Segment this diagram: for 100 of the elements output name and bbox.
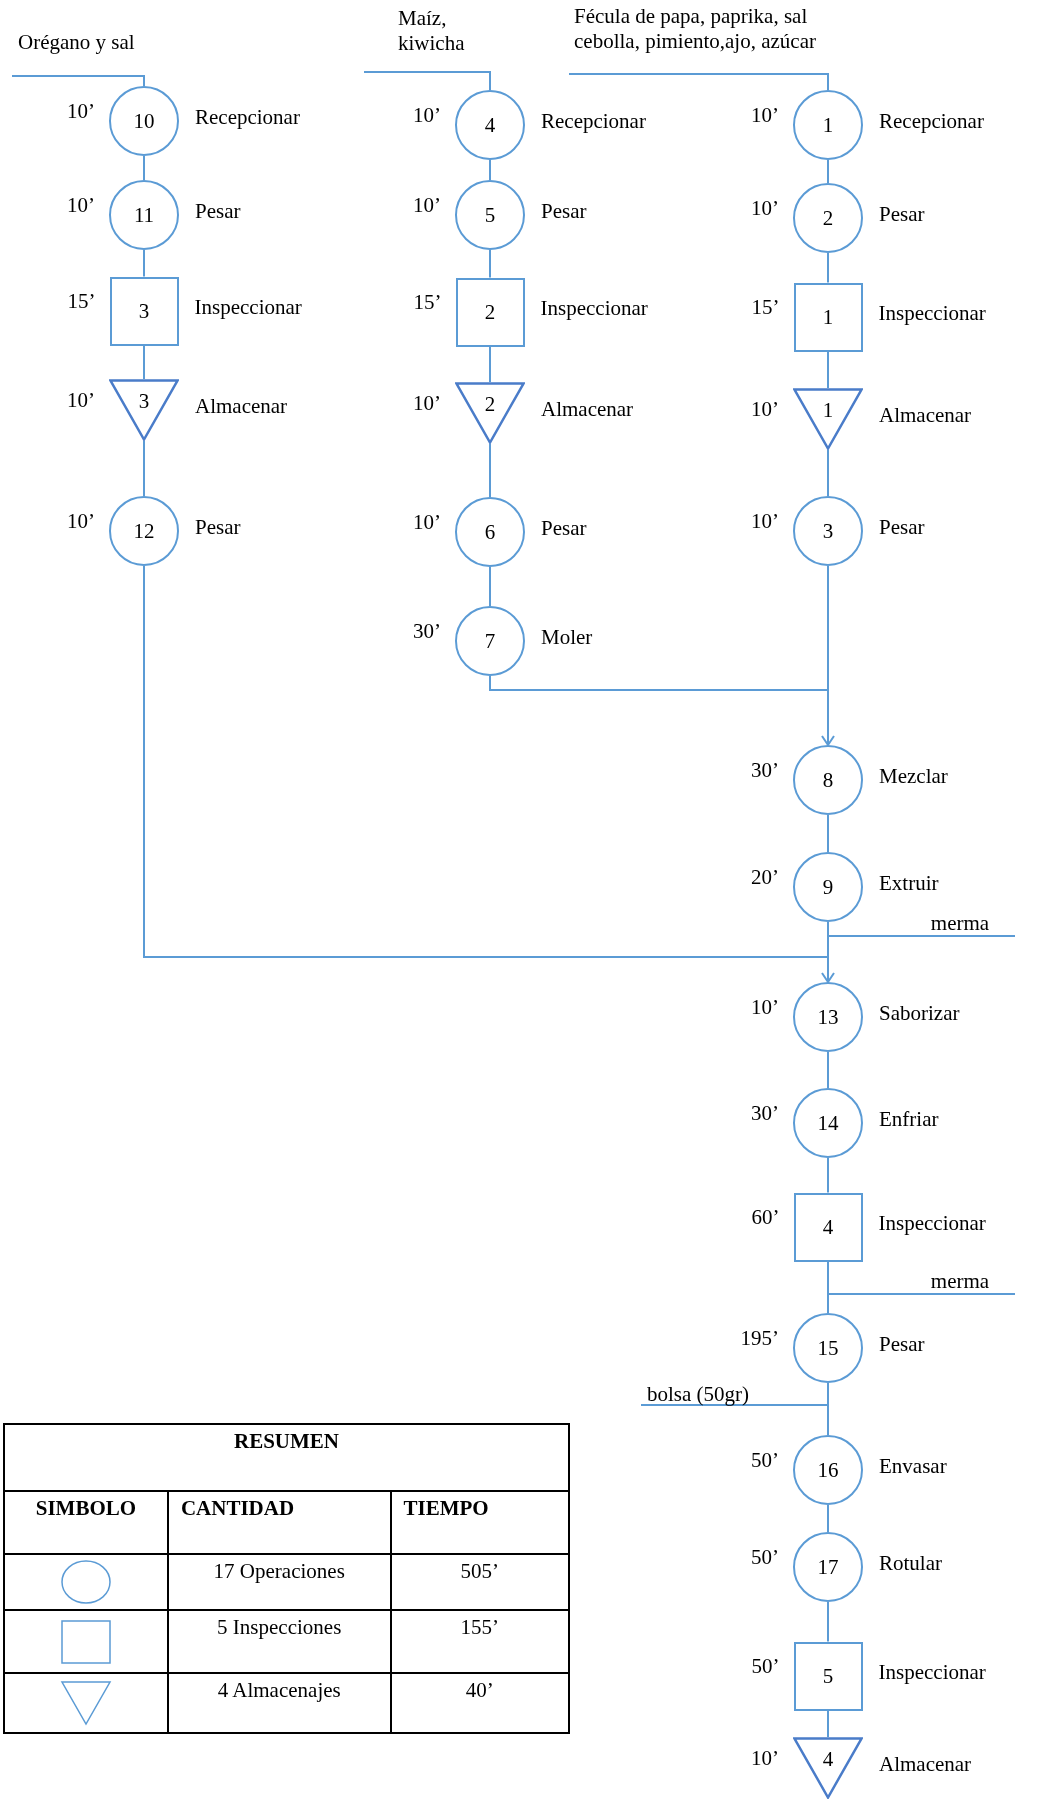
operation-circle: 15 <box>793 1313 863 1383</box>
duration-label: 15’ <box>751 295 780 321</box>
duration-label: 10’ <box>413 510 441 536</box>
operation-circle: 4 <box>455 90 525 160</box>
activity-label: Inspeccionar <box>878 301 986 327</box>
storage-triangle: 4 <box>793 1737 863 1799</box>
inspection-square: 4 <box>793 1192 863 1262</box>
operation-circle: 12 <box>109 496 179 566</box>
duration-label: 30’ <box>751 1101 779 1127</box>
connector-line <box>827 814 829 853</box>
operation-circle: 8 <box>793 745 863 815</box>
column-header: TIEMPO <box>390 1491 569 1554</box>
activity-label: Recepcionar <box>541 109 646 135</box>
storage-triangle: 3 <box>109 379 179 441</box>
material-label: Orégano y sal <box>12 28 162 76</box>
operation-circle: 13 <box>793 982 863 1052</box>
table-cell: 505’ <box>390 1554 569 1610</box>
duration-label: 10’ <box>751 509 779 535</box>
table-cell: 4 Almacenajes <box>167 1673 391 1733</box>
table-cell: 5 Inspecciones <box>167 1610 391 1673</box>
duration-label: 30’ <box>751 758 779 784</box>
table-title: RESUMEN <box>4 1424 569 1491</box>
operation-circle: 16 <box>793 1435 863 1505</box>
duration-label: 10’ <box>751 103 779 129</box>
duration-label: 10’ <box>751 397 779 423</box>
operation-circle: 14 <box>793 1088 863 1158</box>
duration-label: 10’ <box>413 103 441 129</box>
duration-label: 195’ <box>740 1326 779 1352</box>
column-header: SIMBOLO <box>4 1491 168 1554</box>
duration-label: 10’ <box>67 388 95 414</box>
connector-line <box>143 440 145 497</box>
duration-label: 10’ <box>751 1746 779 1772</box>
connector-line <box>827 159 829 184</box>
activity-label: Saborizar <box>879 1001 960 1027</box>
activity-label: Inspeccionar <box>540 296 648 322</box>
connector-line <box>827 1504 829 1533</box>
connector-line <box>827 449 829 497</box>
activity-label: Pesar <box>879 202 925 228</box>
activity-label: Almacenar <box>541 397 634 423</box>
waste-label: merma <box>905 1268 1015 1294</box>
inspection-square: 1 <box>793 282 863 352</box>
duration-label: 50’ <box>751 1448 779 1474</box>
connector-line <box>11 75 145 87</box>
activity-label: Almacenar <box>195 394 288 420</box>
activity-label: Inspeccionar <box>878 1660 986 1686</box>
duration-label: 50’ <box>751 1545 779 1571</box>
connector-line <box>489 249 491 279</box>
material-label: bolsa (50gr) <box>641 1380 771 1405</box>
table-cell: 155’ <box>390 1610 569 1673</box>
activity-label: Inspeccionar <box>194 295 302 321</box>
table-cell: 40’ <box>390 1673 569 1733</box>
inspection-square: 2 <box>455 277 525 347</box>
operation-circle: 7 <box>455 606 525 676</box>
duration-label: 10’ <box>67 509 95 535</box>
activity-label: Pesar <box>541 516 587 542</box>
inspection-square: 5 <box>793 1641 863 1711</box>
activity-label: Almacenar <box>879 403 972 429</box>
storage-triangle: 1 <box>793 388 863 450</box>
connector-line <box>827 1260 829 1314</box>
activity-label: Pesar <box>879 515 925 541</box>
duration-label: 10’ <box>67 193 95 219</box>
connector-line <box>489 443 491 498</box>
duration-label: 15’ <box>67 289 96 315</box>
connector-line <box>827 1051 829 1089</box>
operation-circle: 17 <box>793 1532 863 1602</box>
operation-circle: 2 <box>793 183 863 253</box>
duration-label: 20’ <box>751 865 779 891</box>
connector-line <box>489 566 491 607</box>
arrow <box>143 565 835 983</box>
operation-circle: 6 <box>455 497 525 567</box>
duration-label: 15’ <box>413 290 442 316</box>
duration-label: 10’ <box>751 196 779 222</box>
operation-circle: 9 <box>793 852 863 922</box>
activity-label: Recepcionar <box>195 105 300 131</box>
connector-line <box>489 345 491 383</box>
connector-line <box>827 1157 829 1194</box>
activity-label: Pesar <box>541 199 587 225</box>
material-label: Maíz, kiwicha <box>364 4 478 72</box>
connector-line <box>827 252 829 284</box>
column-header: CANTIDAD <box>167 1491 391 1554</box>
arrow <box>489 675 835 746</box>
activity-label: Pesar <box>195 199 241 225</box>
connector-line <box>640 1404 829 1436</box>
activity-label: Almacenar <box>879 1752 972 1778</box>
connector-line <box>489 159 491 181</box>
duration-label: 10’ <box>751 995 779 1021</box>
operation-circle: 3 <box>793 496 863 566</box>
connector-line <box>143 249 145 278</box>
connector-line <box>568 73 829 91</box>
waste-label: merma <box>905 910 1015 936</box>
connector-line <box>827 1601 829 1643</box>
duration-label: 10’ <box>413 391 441 417</box>
activity-label: Pesar <box>195 515 241 541</box>
activity-label: Rotular <box>879 1551 942 1577</box>
activity-label: Mezclar <box>879 764 948 790</box>
activity-label: Moler <box>541 625 593 651</box>
operation-circle: 1 <box>793 90 863 160</box>
activity-label: Extruir <box>879 871 939 897</box>
material-label: Fécula de papa, paprika, sal cebolla, pimiento,ajo, azúcar <box>569 2 869 74</box>
table-cell: 17 Operaciones <box>167 1554 391 1610</box>
